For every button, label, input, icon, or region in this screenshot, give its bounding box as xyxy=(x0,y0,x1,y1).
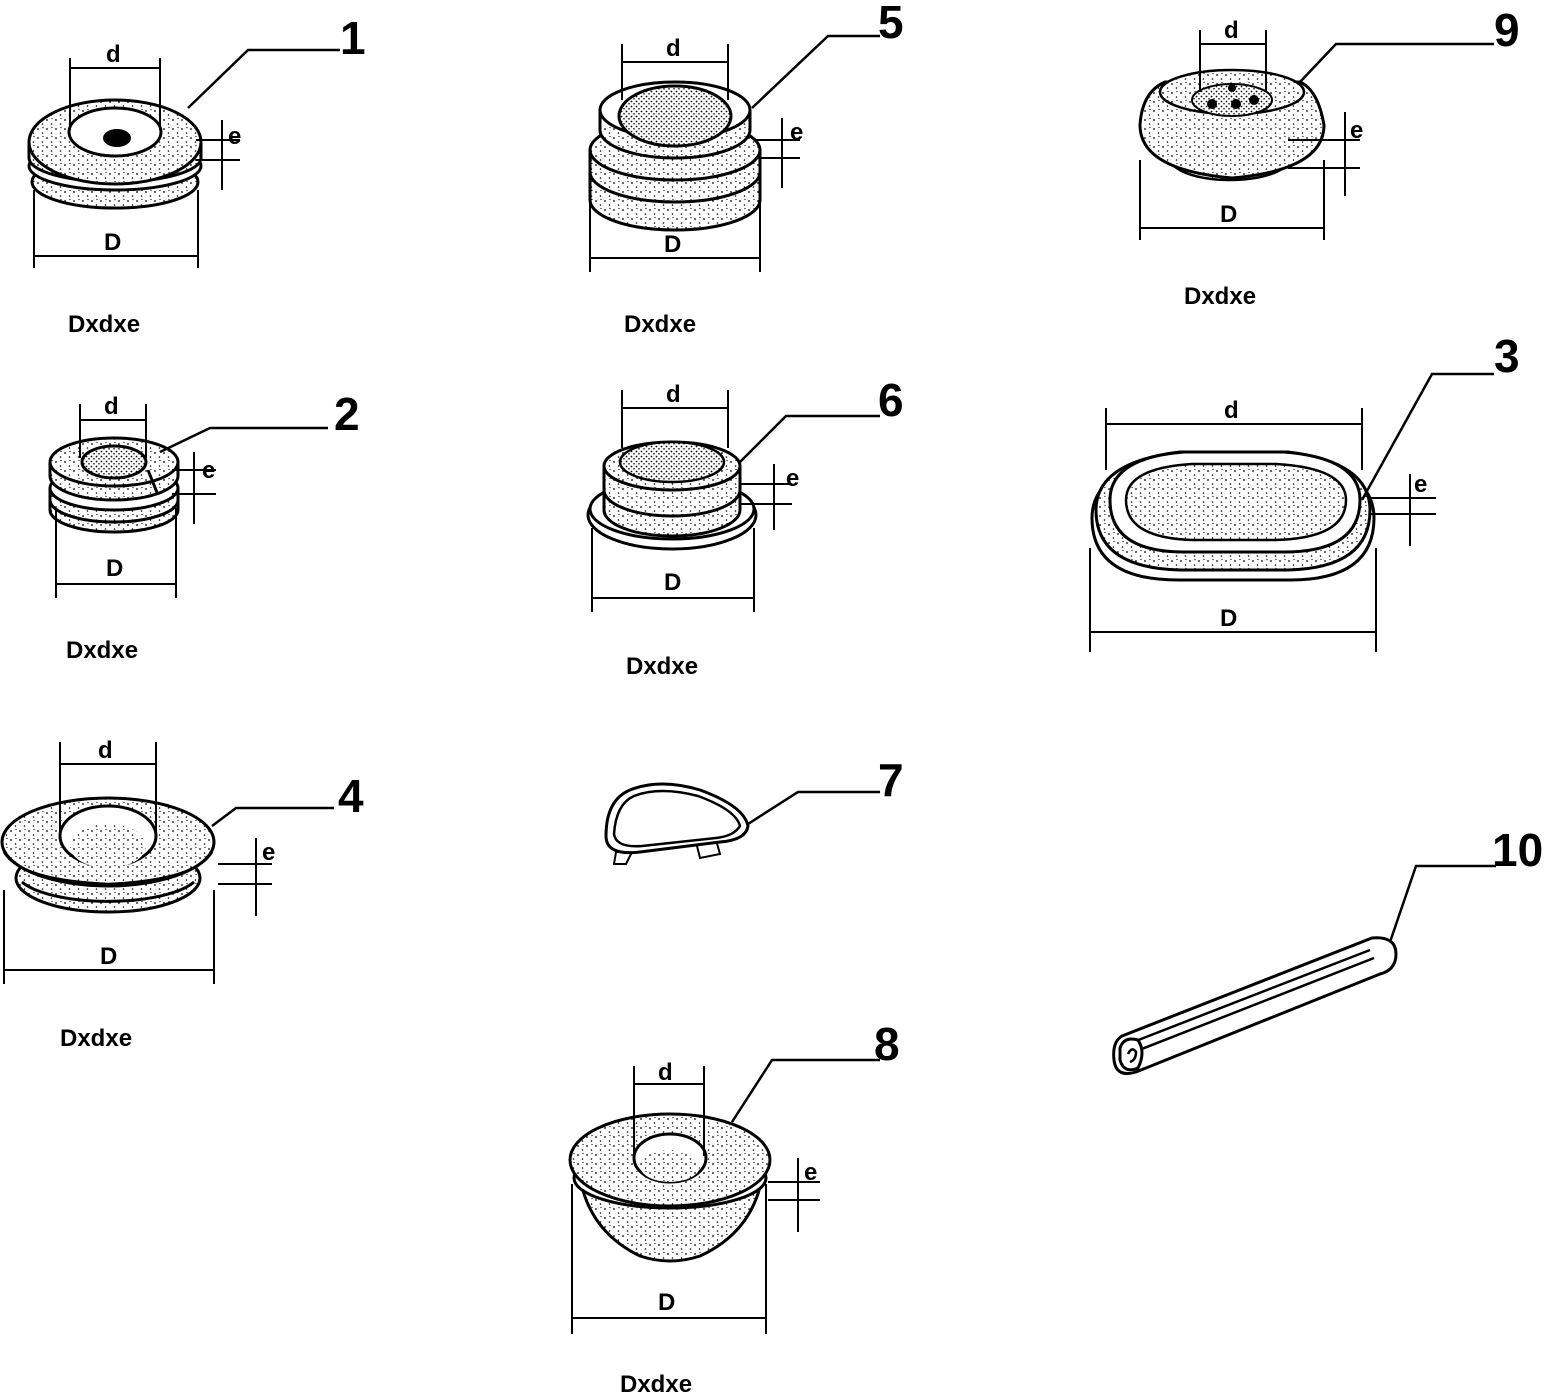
dim-e-2: e xyxy=(202,457,215,484)
grommet-8 xyxy=(568,1058,880,1334)
grommet-9 xyxy=(1138,30,1494,240)
item-number-3: 3 xyxy=(1494,330,1520,382)
dim-D-5: D xyxy=(664,231,681,258)
dim-e-8: e xyxy=(804,1159,817,1186)
dim-d-9: d xyxy=(1224,17,1239,44)
caption-6: Dxdxe xyxy=(626,653,698,680)
item-number-1: 1 xyxy=(340,12,366,64)
item-number-10: 10 xyxy=(1492,824,1543,876)
dim-D-1: D xyxy=(104,229,121,256)
grommet-3 xyxy=(1089,372,1494,652)
dim-e-9: e xyxy=(1350,117,1363,144)
dim-e-6: e xyxy=(786,465,799,492)
grommet-4 xyxy=(0,742,334,984)
grommet-6 xyxy=(586,390,880,612)
dim-d-2: d xyxy=(104,393,119,420)
grommet-1 xyxy=(27,48,340,268)
grommet-7-cap xyxy=(604,782,880,865)
dim-d-1: d xyxy=(106,41,121,68)
item-number-7: 7 xyxy=(878,754,904,806)
dim-D-6: D xyxy=(664,569,681,596)
dim-d-8: d xyxy=(658,1059,673,1086)
dim-e-1: e xyxy=(228,123,241,150)
grommet-5 xyxy=(588,34,880,272)
caption-2: Dxdxe xyxy=(66,637,138,664)
caption-4: Dxdxe xyxy=(60,1025,132,1052)
item-number-9: 9 xyxy=(1494,4,1520,56)
dim-d-5: d xyxy=(666,35,681,62)
dim-D-2: D xyxy=(106,555,123,582)
dim-D-8: D xyxy=(658,1289,675,1316)
caption-5: Dxdxe xyxy=(624,311,696,338)
grommet-2 xyxy=(48,404,328,598)
item-number-4: 4 xyxy=(338,770,364,822)
dim-e-5: e xyxy=(790,119,803,146)
caption-9: Dxdxe xyxy=(1184,283,1256,310)
item-number-6: 6 xyxy=(878,374,904,426)
edge-trim-10 xyxy=(1112,864,1496,1075)
dim-D-3: D xyxy=(1220,605,1237,632)
dim-d-3: d xyxy=(1224,397,1239,424)
dim-D-9: D xyxy=(1220,201,1237,228)
item-number-2: 2 xyxy=(334,388,360,440)
item-number-8: 8 xyxy=(874,1018,900,1070)
dim-d-6: d xyxy=(666,381,681,408)
dim-e-3: e xyxy=(1414,471,1427,498)
dim-D-4: D xyxy=(100,943,117,970)
caption-1: Dxdxe xyxy=(68,311,140,338)
dim-e-4: e xyxy=(262,839,275,866)
item-number-5: 5 xyxy=(878,0,904,48)
dim-d-4: d xyxy=(98,737,113,764)
caption-8: Dxdxe xyxy=(620,1371,692,1395)
